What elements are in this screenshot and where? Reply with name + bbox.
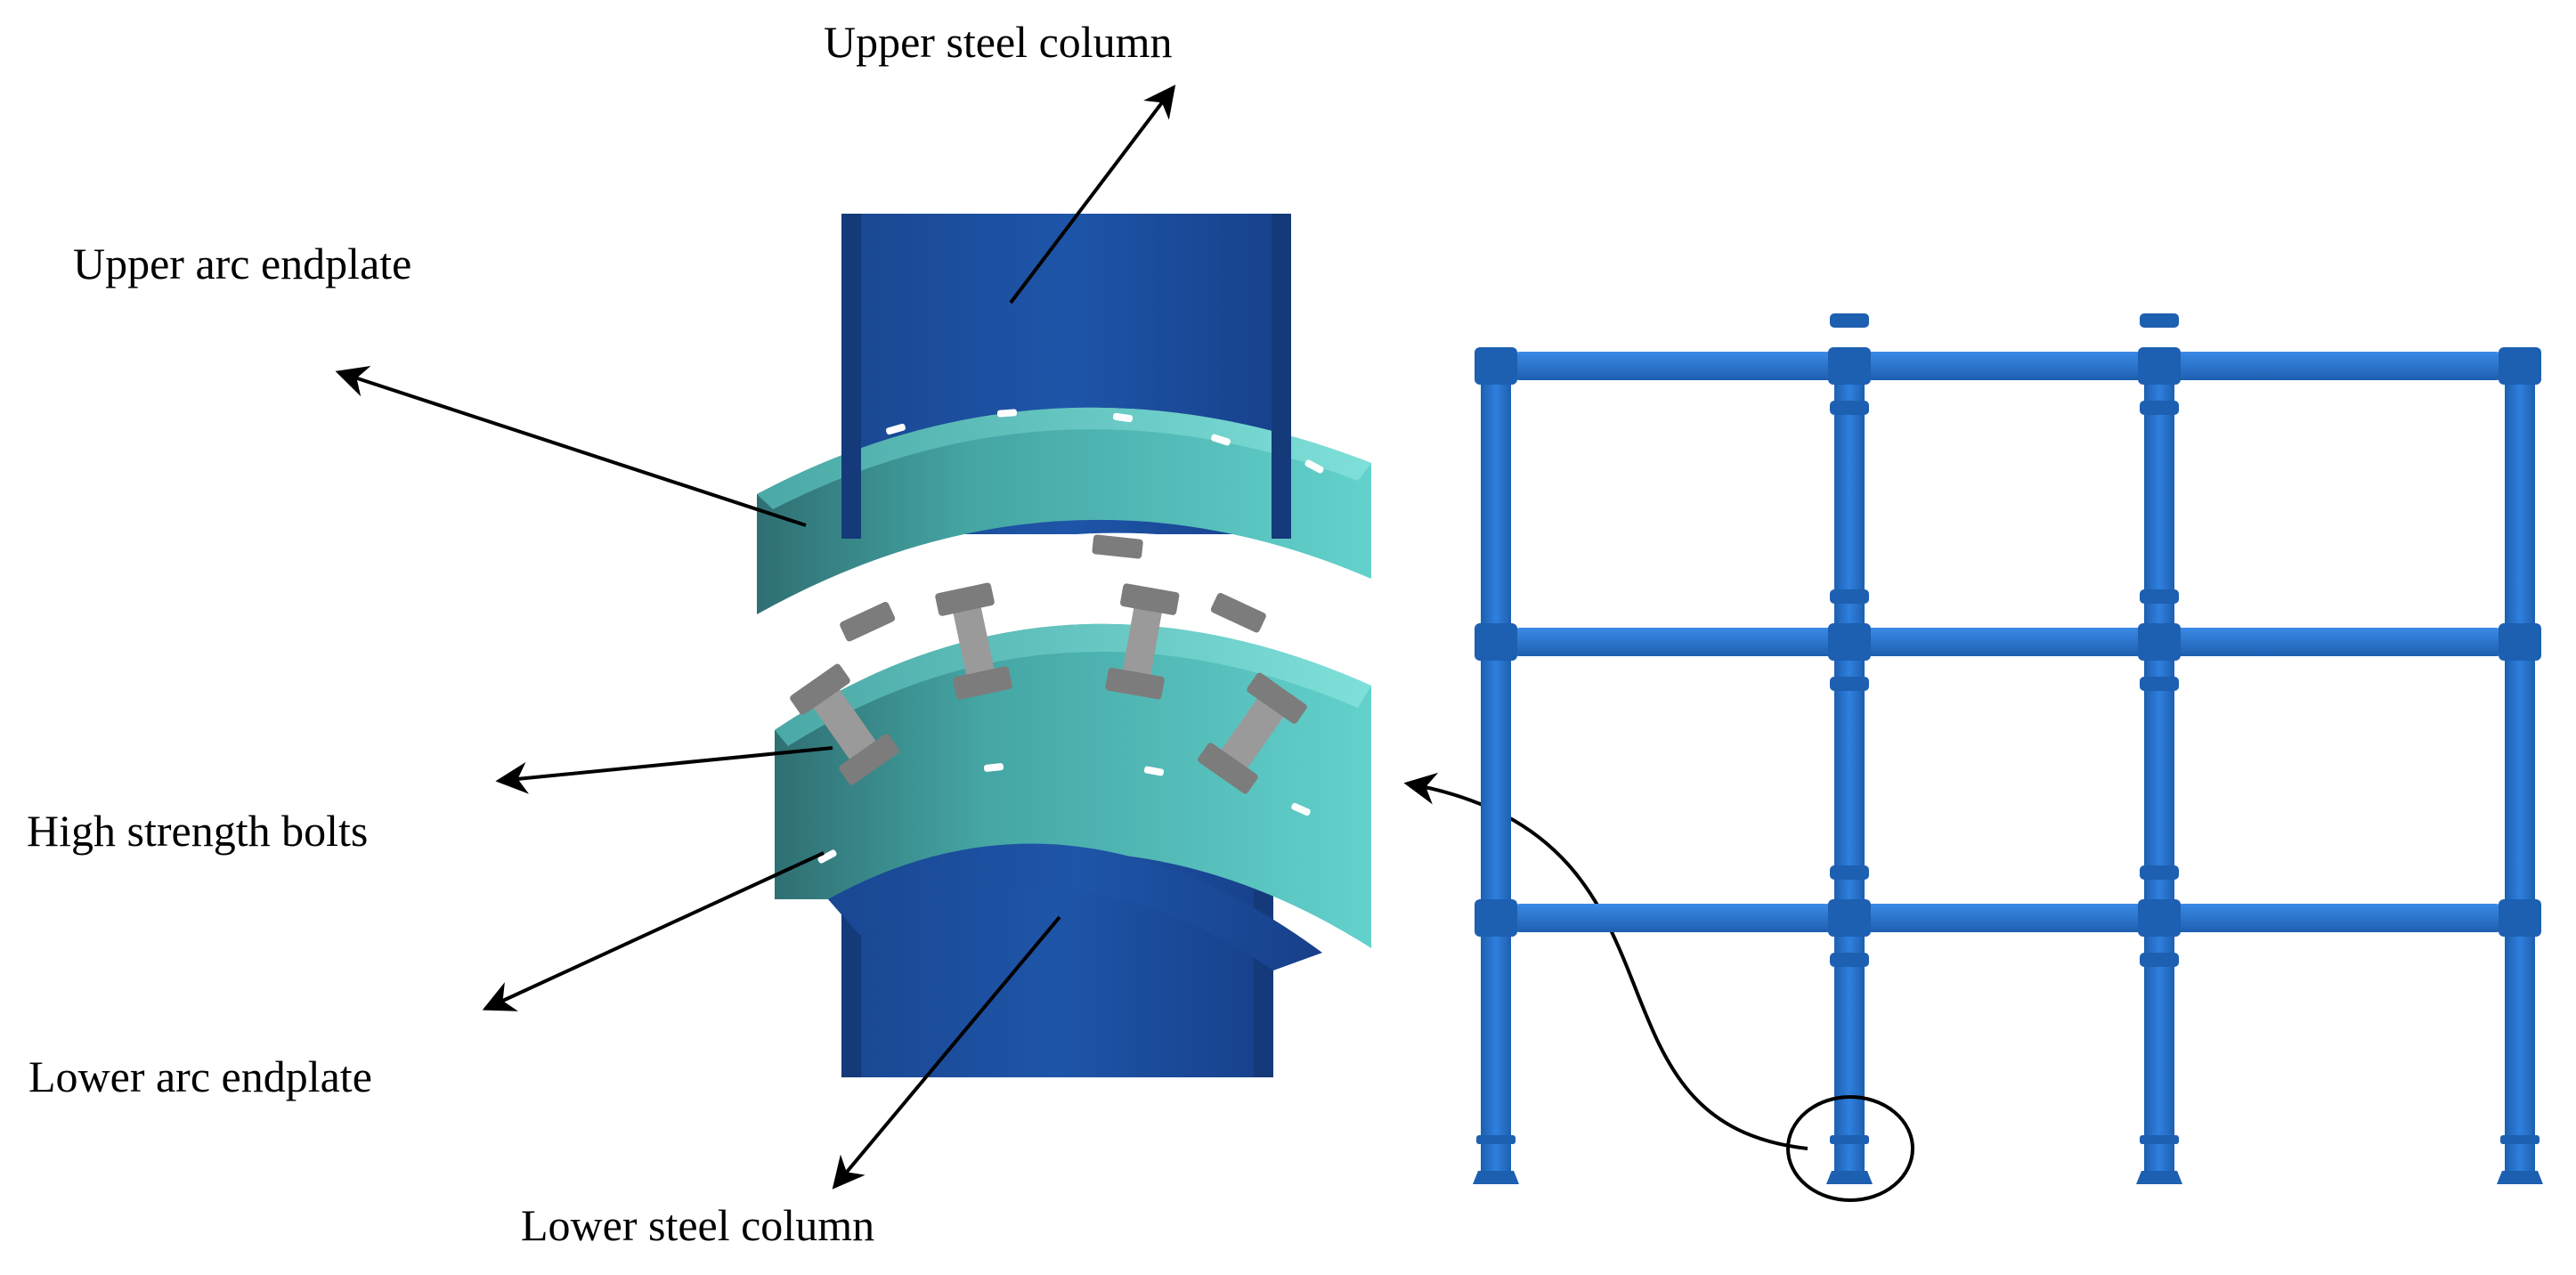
column-splice <box>1830 401 1869 415</box>
arrow-icon <box>1009 85 1176 305</box>
joint-highlight-circle <box>1786 1095 1914 1202</box>
column-splice <box>1830 953 1869 967</box>
beam-column-joint <box>2499 899 2541 937</box>
bolt-icon <box>1210 592 1266 633</box>
label-upper-steel-column: Upper steel column <box>824 17 1173 67</box>
frame-column <box>2505 354 2535 1171</box>
label-upper-arc-endplate: Upper arc endplate <box>73 239 411 288</box>
bolt-icon <box>840 601 896 642</box>
column-splice <box>1830 865 1869 880</box>
steel-joint-assembly <box>757 214 1371 1077</box>
beam-column-joint <box>1828 899 1871 937</box>
label-lower-steel-column: Lower steel column <box>521 1200 874 1250</box>
annotation-arrows <box>335 85 1808 1190</box>
column-base <box>1826 1171 1873 1184</box>
column-splice <box>2140 953 2179 967</box>
label-lower-arc-endplate: Lower arc endplate <box>28 1052 372 1101</box>
frame-column <box>2144 354 2174 1171</box>
steel-frame-model <box>1473 313 2543 1184</box>
beam-column-joint <box>1475 899 1517 937</box>
bolt-icon <box>935 582 1012 700</box>
column-splice <box>2500 1135 2539 1144</box>
column-base <box>2136 1171 2182 1184</box>
column-base <box>1473 1171 1519 1184</box>
upper-endplate-bolt-holes <box>788 409 1324 474</box>
frame-beam <box>1511 628 2505 656</box>
column-splice <box>1830 313 1869 328</box>
column-splice <box>2140 589 2179 604</box>
column-base <box>2497 1171 2543 1184</box>
arrow-icon <box>495 746 833 794</box>
column-splice <box>1830 677 1869 691</box>
beam-column-joint <box>1828 623 1871 661</box>
bolt-icon <box>1105 583 1180 700</box>
column-splice <box>2140 313 2179 328</box>
arrow-icon <box>1403 772 1808 1150</box>
column-splice <box>2140 865 2179 880</box>
beam-column-joint <box>2138 623 2181 661</box>
arrow-icon <box>482 851 825 1011</box>
beam-column-joint <box>2499 347 2541 385</box>
column-splice <box>1830 1135 1869 1144</box>
bolt-icon <box>1198 672 1307 794</box>
lower-arc-endplate <box>775 623 1371 970</box>
bolt-icon <box>790 663 899 785</box>
frame-beam <box>1511 904 2505 932</box>
arrow-icon <box>335 365 807 527</box>
beam-column-joint <box>1828 347 1871 385</box>
column-splice <box>1476 1135 1516 1144</box>
upper-arc-endplate <box>757 383 1371 686</box>
beam-column-joint <box>2138 899 2181 937</box>
column-splice <box>2140 677 2179 691</box>
beam-column-joint <box>1475 347 1517 385</box>
frame-beam <box>1511 352 2505 380</box>
frame-column <box>1834 354 1865 1171</box>
label-high-strength-bolts: High strength bolts <box>27 806 368 856</box>
beam-column-joint <box>2138 347 2181 385</box>
high-strength-bolts <box>790 534 1307 794</box>
beam-column-joint <box>2499 623 2541 661</box>
arrow-icon <box>832 915 1061 1190</box>
column-splice <box>2140 401 2179 415</box>
labels: Upper steel column Upper arc endplate Hi… <box>27 17 1173 1250</box>
column-splice <box>2140 1135 2179 1144</box>
bolt-icon <box>1092 534 1143 559</box>
lower-endplate-bolt-holes <box>817 763 1311 864</box>
beam-column-joint <box>1475 623 1517 661</box>
frame-column <box>1481 354 1511 1171</box>
column-splice <box>1830 589 1869 604</box>
